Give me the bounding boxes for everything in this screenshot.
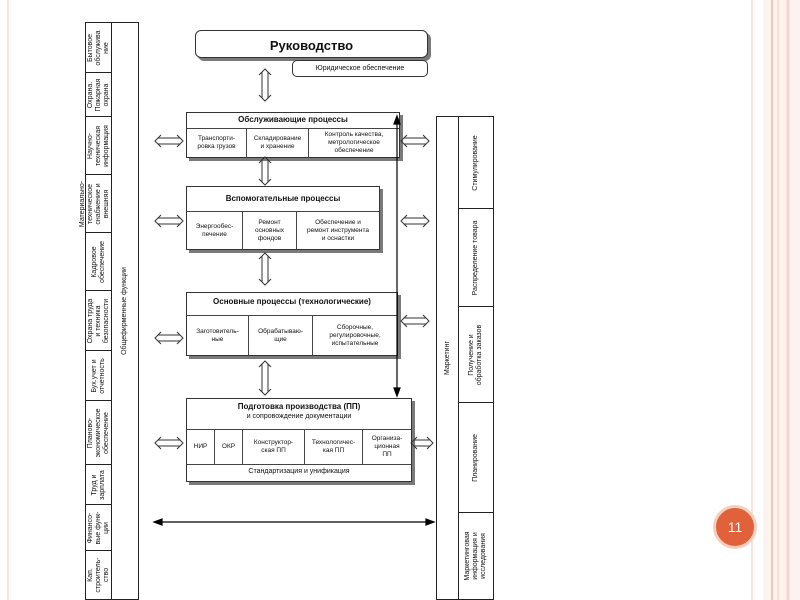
auxiliary-processes-box: Вспомогательные процессы Энергообес- печ… bbox=[186, 186, 380, 250]
func-capital-construction: Кап. строитель- ство bbox=[85, 550, 113, 600]
legal-label: Юридическое обеспечение bbox=[315, 65, 405, 72]
func-label: Распределение товара bbox=[472, 220, 479, 296]
func-label: Финансо- вые функ- ции bbox=[87, 511, 110, 545]
preparation-cell: ОКР bbox=[215, 430, 243, 464]
func-accounting: Бух.учет и отчетность bbox=[85, 350, 113, 402]
func-label: Бытовое обслужива ние bbox=[87, 30, 110, 66]
func-label: Маркетинговая информация и исследования bbox=[464, 531, 487, 581]
preparation-title: Подготовка производства (ПП) bbox=[237, 402, 361, 411]
func-label: Охрана труда и техника безопасности bbox=[87, 298, 110, 344]
auxiliary-cell: Обеспечение и ремонт инструмента и оснас… bbox=[306, 218, 370, 242]
auxiliary-cell: Ремонт основных фондов bbox=[243, 212, 297, 249]
main-processes-cell: Сборочные, регулировочные, испытательные bbox=[329, 323, 381, 347]
func-label: Получение и обработка заказов bbox=[468, 324, 483, 386]
service-title: Обслуживающие процессы bbox=[238, 115, 348, 124]
func-label: Планирование bbox=[472, 434, 479, 482]
auxiliary-cell: Энергообес- печение bbox=[187, 212, 243, 249]
func-label: Кадровое обеспечение bbox=[91, 241, 106, 283]
service-processes-box: Обслуживающие процессы Транспорти- ровка… bbox=[186, 112, 400, 158]
func-label: Планово- экономическое обеспечение bbox=[87, 408, 110, 458]
func-labor-safety: Охрана труда и техника безопасности bbox=[85, 290, 113, 352]
marketing-label: Маркетинг bbox=[444, 340, 451, 376]
preparation-subtitle: и сопровождение документации bbox=[246, 413, 352, 420]
func-distribution: Распределение товара bbox=[458, 208, 494, 308]
func-sci-info: Научно- техническая информация bbox=[85, 116, 113, 176]
func-marketing-research: Маркетинговая информация и исследования bbox=[458, 512, 494, 600]
main-processes-box: Основные процессы (технологические) Заго… bbox=[186, 292, 398, 356]
func-supply: Материально- техническое снабжение и вне… bbox=[79, 174, 118, 234]
preparation-footer: Стандартизация и унификация bbox=[248, 468, 350, 475]
main-processes-cells: Заготовитель- ные Обрабатываю- щие Сборо… bbox=[187, 315, 397, 355]
main-processes-title: Основные процессы (технологические) bbox=[213, 297, 371, 306]
general-functions-label: Общефирменные функции bbox=[121, 267, 128, 355]
preparation-cell: Технологичес- кая ПП bbox=[305, 430, 363, 464]
management-title: Руководство bbox=[269, 38, 354, 53]
service-cells: Транспорти- ровка грузов Складирование и… bbox=[187, 128, 399, 157]
func-label: Кап. строитель- ство bbox=[87, 557, 110, 593]
func-personnel: Кадровое обеспечение bbox=[85, 232, 113, 292]
auxiliary-cells: Энергообес- печение Ремонт основных фонд… bbox=[187, 211, 379, 249]
main-processes-cell: Заготовитель- ные bbox=[187, 316, 249, 355]
func-label: Стимулирование bbox=[472, 135, 479, 191]
func-label: Научно- техническая информация bbox=[87, 125, 110, 167]
preparation-cell: Конструктор- ская ПП bbox=[243, 430, 305, 464]
func-security: Охрана. Пожарная охрана bbox=[85, 72, 113, 118]
func-wages: Труд и зарплата bbox=[85, 464, 113, 506]
func-label: Охрана. Пожарная охрана bbox=[87, 78, 110, 112]
auxiliary-title: Вспомогательные процессы bbox=[225, 194, 341, 203]
func-orders: Получение и обработка заказов bbox=[458, 306, 494, 404]
preparation-box: Подготовка производства (ПП) и сопровожд… bbox=[186, 398, 412, 482]
preparation-cells: НИР ОКР Конструктор- ская ПП Технологиче… bbox=[187, 429, 411, 465]
main-processes-cell: Обрабатываю- щие bbox=[249, 316, 313, 355]
func-planning: Планирование bbox=[458, 402, 494, 514]
service-cell: Складирование и хранение bbox=[247, 129, 309, 157]
func-label: Труд и зарплата bbox=[91, 470, 106, 500]
service-cell: Транспорти- ровка грузов bbox=[187, 129, 247, 157]
slide-number: 11 bbox=[727, 519, 743, 535]
func-finance: Финансо- вые функ- ции bbox=[85, 504, 113, 552]
preparation-cell: НИР bbox=[187, 430, 215, 464]
func-household: Бытовое обслужива ние bbox=[85, 22, 113, 74]
marketing-bar: Маркетинг bbox=[436, 116, 460, 600]
general-functions-bar: Общефирменные функции bbox=[111, 22, 139, 600]
service-cell: Контроль качества, метрологическое обесп… bbox=[324, 131, 384, 154]
func-stimulation: Стимулирование bbox=[458, 116, 494, 210]
func-label: Бух.учет и отчетность bbox=[91, 358, 106, 394]
preparation-cell: Организа- ционная ПП bbox=[371, 435, 403, 458]
func-planning-econ: Планово- экономическое обеспечение bbox=[85, 400, 113, 466]
slide-number-badge: 11 bbox=[713, 505, 757, 549]
management-box: Руководство bbox=[195, 30, 428, 58]
legal-box: Юридическое обеспечение bbox=[292, 60, 428, 77]
